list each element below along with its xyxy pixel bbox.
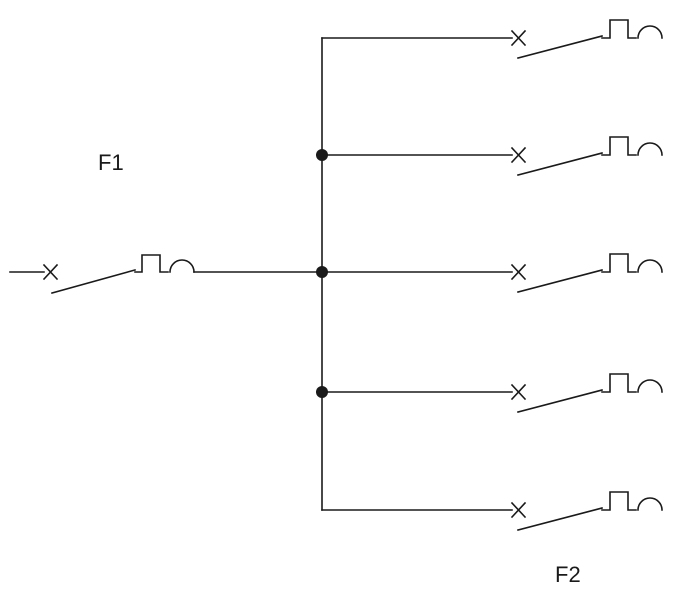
branch-breakers-label: F2: [555, 562, 581, 587]
branch-circuit-2: [321, 136, 663, 176]
breaker-contact-cross-symbol: [510, 383, 527, 401]
magnetic-release-symbol: [637, 142, 663, 156]
breaker-contact-cross-symbol: [510, 146, 527, 164]
breaker-contact-cross-symbol: [42, 263, 59, 281]
main-breaker-label: F1: [98, 150, 124, 175]
thermal-release-symbol: [601, 491, 637, 511]
breaker-switch-blade: [517, 152, 603, 176]
branch-circuit-1: [321, 19, 663, 59]
breaker-switch-blade: [517, 507, 603, 531]
breaker-contact-cross-symbol: [510, 29, 527, 47]
thermal-release-symbol: [601, 253, 637, 273]
breaker-switch-blade: [517, 389, 603, 413]
branch-circuit-5: [321, 491, 663, 531]
magnetic-release-symbol: [637, 25, 663, 39]
magnetic-release-symbol: [637, 259, 663, 273]
breaker-switch-blade: [517, 269, 603, 293]
branch-circuit-4: [321, 373, 663, 413]
thermal-release-symbol: [601, 373, 637, 393]
breaker-switch-blade: [51, 269, 136, 294]
breaker-contact-cross-symbol: [510, 501, 527, 519]
main-breaker-f1: [9, 254, 323, 294]
thermal-release-symbol: [601, 136, 637, 156]
thermal-release-symbol: [134, 254, 169, 273]
branch-circuit-3: [321, 253, 663, 293]
breaker-contact-cross-symbol: [510, 263, 527, 281]
magnetic-release-symbol: [637, 379, 663, 393]
magnetic-release-symbol: [637, 497, 663, 511]
breaker-switch-blade: [517, 35, 603, 59]
thermal-release-symbol: [601, 19, 637, 39]
magnetic-release-symbol: [169, 259, 195, 273]
